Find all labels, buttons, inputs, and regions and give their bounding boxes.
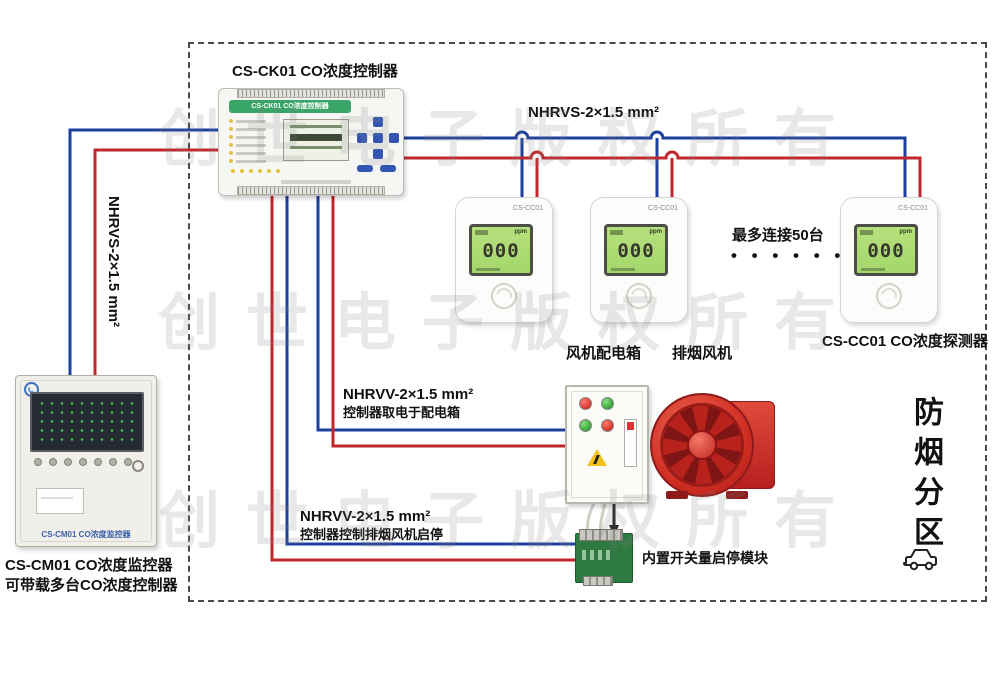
power-cable-spec: NHRVV-2×1.5 mm² (343, 386, 474, 403)
lcd-icon-row (611, 268, 635, 271)
wire-blue-detector-bus (395, 130, 907, 205)
controller-footer-text (281, 180, 351, 184)
lcd-unit-label: ppm (649, 229, 662, 235)
detector-lcd: ppm 000 (604, 224, 668, 276)
controller-nav-buttons (357, 117, 399, 159)
co-monitor-panel: CS-CM01 CO浓度监控器 (15, 375, 157, 547)
monitor-panel-label: CS-CM01 CO浓度监控器 (41, 530, 131, 539)
switch-module (575, 529, 633, 586)
lcd-icon-row (476, 268, 500, 271)
terminal-strip (237, 186, 385, 195)
lcd-icon-row (861, 268, 885, 271)
co-detector-1: CS-CC01 ppm 000 (455, 197, 553, 323)
left-cable-label: NHRVS-2×1.5 mm² (105, 196, 122, 328)
left-button (357, 133, 367, 143)
power-cable-label: NHRVV-2×1.5 mm² 控制器取电于配电箱 (343, 386, 473, 422)
warning-triangle-icon (587, 449, 607, 466)
co-detector-3: CS-CC01 ppm 000 (840, 197, 938, 323)
green-indicator-lamp (601, 397, 614, 410)
detector-model-label: CS-CC01 (648, 205, 678, 212)
power-cable-desc: 控制器取电于配电箱 (343, 405, 461, 420)
lcd-status-segment (475, 230, 488, 235)
monitor-caption-line2: 可带载多台CO浓度控制器 (5, 577, 178, 594)
detector-lcd: ppm 000 (854, 224, 918, 276)
lcd-status-segment (610, 230, 623, 235)
cabinet-door (571, 391, 643, 498)
lcd-unit-label: ppm (899, 229, 912, 235)
dashed-zone-border (188, 42, 987, 602)
controller-function-buttons (357, 165, 396, 172)
fan-foot (726, 491, 748, 499)
brand-logo-icon (626, 283, 652, 309)
detector-caption: CS-CC01 CO浓度探测器 (822, 333, 988, 350)
control-cable-desc: 控制器控制排烟风机启停 (300, 527, 444, 542)
top-cable-label: NHRVS-2×1.5 mm² (528, 104, 660, 121)
down-button (373, 149, 383, 159)
lcd-status-segment (860, 230, 873, 235)
controller-led-row (231, 169, 280, 173)
cabinet-caption: 风机配电箱 (566, 345, 642, 362)
fan-power-cabinet (565, 385, 649, 504)
module-terminal-block (579, 529, 623, 541)
fan-foot (666, 491, 688, 499)
lcd-unit-label: ppm (514, 229, 527, 235)
wire-red-detector-bus (395, 150, 922, 205)
brand-logo-icon (491, 283, 517, 309)
detector-model-label: CS-CC01 (898, 205, 928, 212)
right-button (389, 133, 399, 143)
monitor-caption-line1: CS-CM01 CO浓度监控器 (5, 557, 173, 574)
red-indicator-lamp (579, 397, 592, 410)
monitor-caption: CS-CM01 CO浓度监控器 可带载多台CO浓度控制器 (5, 556, 178, 596)
controller-indicator-leds (229, 119, 266, 167)
cabinet-gauge-slot (624, 419, 637, 467)
up-button (373, 117, 383, 127)
control-cable-label: NHRVV-2×1.5 mm² 控制器控制排烟风机启停 (300, 508, 443, 544)
wire-blue-to-cabinet (316, 185, 572, 432)
detector-model-label: CS-CC01 (513, 205, 543, 212)
module-terminal-block (583, 576, 613, 586)
max-connection-note: 最多连接50台 (732, 227, 824, 244)
monitor-bezel (20, 380, 152, 542)
ok-button (373, 133, 383, 143)
lcd-reading: 000 (482, 240, 520, 262)
smoke-zone-label: 防烟分区 (909, 396, 942, 556)
wire-red-to-monitor (93, 148, 225, 382)
monitor-paper-slot (36, 488, 84, 514)
detector-lcd: ppm 000 (469, 224, 533, 276)
wire-red-to-module (270, 185, 580, 562)
wire-red-to-cabinet (331, 185, 572, 448)
co-detector-2: CS-CC01 ppm 000 (590, 197, 688, 323)
fan-caption: 排烟风机 (672, 345, 733, 362)
wire-blue-to-module (285, 185, 580, 546)
monitor-button-row (34, 458, 132, 466)
module-pcb (575, 533, 633, 583)
controller-lcd (283, 119, 349, 161)
car-icon (903, 549, 937, 571)
keyhole-icon (132, 460, 144, 472)
red-push-button (601, 419, 614, 432)
monitor-led-screen (30, 392, 144, 452)
controller-header-label: CS-CK01 CO浓度控制器 (229, 100, 351, 113)
co-controller-device: CS-CK01 CO浓度控制器 (218, 88, 404, 196)
control-cable-spec: NHRVV-2×1.5 mm² (300, 508, 431, 525)
controller-title: CS-CK01 CO浓度控制器 (232, 63, 398, 80)
green-push-button (579, 419, 592, 432)
lcd-reading: 000 (867, 240, 905, 262)
lcd-reading: 000 (617, 240, 655, 262)
smoke-exhaust-fan (650, 393, 778, 499)
fan-hub (687, 430, 717, 460)
brand-logo-icon (876, 283, 902, 309)
terminal-strip (237, 89, 385, 98)
wire-blue-to-monitor (68, 128, 225, 382)
ellipsis-dots: • • • • • • (731, 246, 846, 265)
module-caption: 内置开关量启停模块 (642, 550, 768, 566)
